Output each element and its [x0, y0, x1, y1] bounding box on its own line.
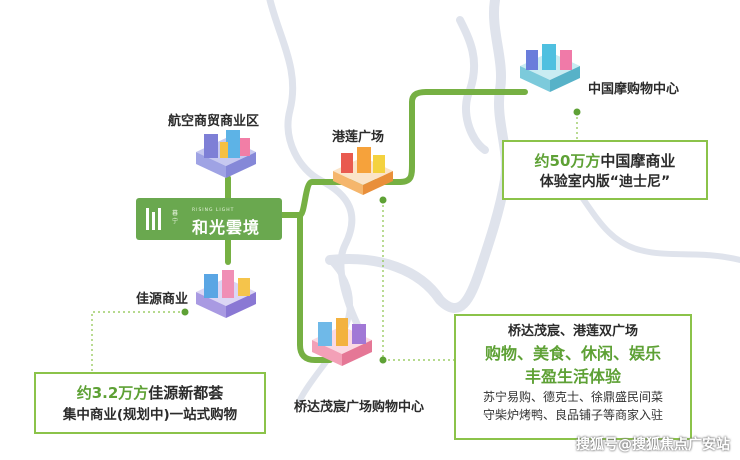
building-qiaoda-icon [312, 318, 372, 366]
brand-logo-icon [146, 208, 161, 230]
watermark: 搜狐号@搜狐焦点广安站 [576, 437, 730, 453]
project-brand-block: 暮宁 RISING LIGHT 和光雲境 [136, 198, 282, 240]
route-to-zhongguomo [397, 89, 528, 185]
callout-jiayuan: 约3.2万方佳源新都荟 集中商业(规划中)一站式购物 [34, 372, 266, 434]
leader-jiayuan [91, 311, 185, 372]
building-ganglian-icon [333, 147, 393, 195]
dot-jiayuan [181, 308, 189, 316]
callout-jiayuan-desc: 集中商业(规划中)一站式购物 [62, 407, 238, 423]
callout-zhongguomo-area: 约50万方 [534, 152, 601, 170]
callout-zhongguomo-desc: 体验室内版“迪士尼” [539, 174, 671, 190]
callout-zhongguomo: 约50万方中国摩商业 体验室内版“迪士尼” [502, 140, 708, 200]
dot-zhongguomo [573, 108, 581, 116]
building-aviation-icon [196, 130, 256, 178]
route-to-qiaoda [297, 212, 333, 363]
brand-name: 和光雲境 [192, 218, 261, 237]
callout-jiayuan-title: 佳源新都荟 [148, 384, 224, 402]
callout-qiaoda-brands-2: 守柴炉烤鸭、良品铺子等商家入驻 [482, 408, 663, 422]
dot-ganglian [379, 196, 387, 204]
river-upper-right [456, 16, 489, 154]
dot-qiaoda [379, 356, 387, 364]
label-qiaoda: 桥达茂宸广场购物中心 [294, 400, 425, 415]
label-jiayuan: 佳源商业 [136, 292, 189, 307]
callout-zhongguomo-title: 中国摩商业 [600, 152, 676, 170]
river-main [325, 0, 511, 313]
label-aviation: 航空商贸商业区 [168, 114, 260, 129]
callout-qiaoda-subhighlight: 丰盈生活体验 [524, 367, 621, 386]
building-jiayuan-icon [196, 270, 256, 318]
label-zhongguomo: 中国摩购物中心 [588, 82, 680, 97]
route-lines [225, 89, 528, 363]
brand-english: RISING LIGHT [192, 208, 235, 213]
brand-tag: 暮宁 [172, 210, 179, 225]
callout-qiaoda-title: 桥达茂宸、港莲双广场 [507, 324, 638, 339]
callout-qiaoda-highlight: 购物、美食、休闲、娱乐 [484, 344, 661, 363]
label-ganglian: 港莲广场 [332, 130, 385, 145]
building-zhongguomo-icon [520, 44, 580, 92]
leader-dots [181, 108, 581, 364]
callout-jiayuan-area: 约3.2万方 [76, 384, 149, 402]
callout-qiaoda: 桥达茂宸、港莲双广场 购物、美食、休闲、娱乐 丰盈生活体验 苏宁易购、德克士、徐… [454, 314, 692, 440]
callout-qiaoda-brands-1: 苏宁易购、德克士、徐鼎盛民间菜 [482, 390, 663, 404]
